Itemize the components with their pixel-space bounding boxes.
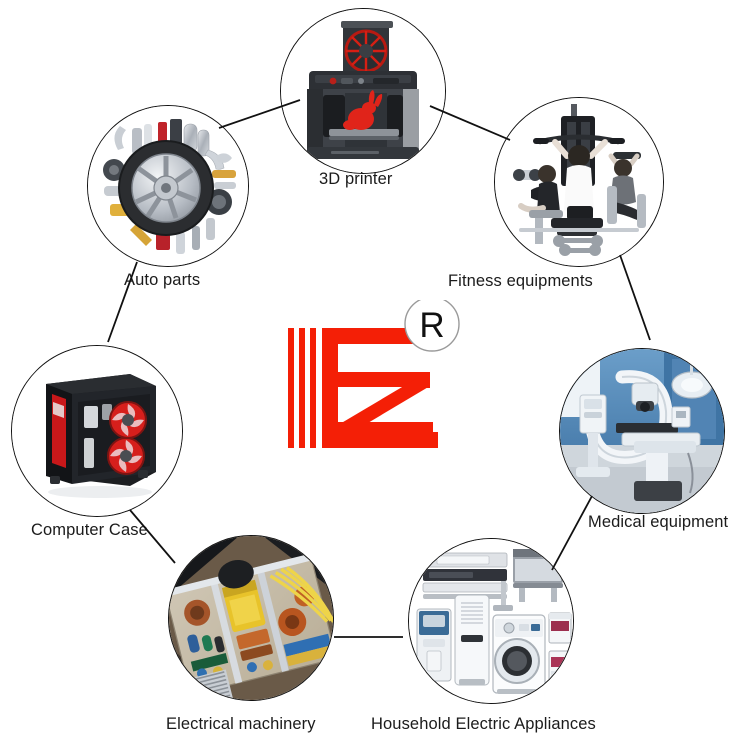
auto-parts-label: Auto parts — [124, 271, 201, 289]
appliances-art — [409, 539, 573, 703]
appliances-circle — [408, 538, 574, 704]
electrical-machinery-label: Electrical machinery — [166, 715, 316, 733]
3d-printer-circle — [280, 8, 446, 174]
registered-trademark-letter: R — [419, 306, 444, 345]
auto-parts-art — [88, 106, 248, 266]
connector-auto-parts-to-3d-printer — [218, 99, 301, 129]
computer-case-circle — [11, 345, 183, 517]
case-art — [12, 346, 182, 516]
household-electric-appliances-label: Household Electric Appliances — [371, 715, 596, 733]
medical-art — [560, 349, 724, 513]
fitness-circle — [494, 97, 664, 267]
connector-fitness-to-medical — [619, 254, 651, 341]
fitness-art — [495, 98, 663, 266]
machinery-circle — [168, 535, 334, 701]
company-logo: R — [286, 300, 461, 455]
3d-printer-label: 3D printer — [319, 170, 393, 188]
connector-machinery-to-case — [129, 509, 176, 564]
medical-circle — [559, 348, 725, 514]
connector-case-to-auto-parts — [107, 261, 138, 343]
auto-parts-circle — [87, 105, 249, 267]
machinery-art — [169, 536, 333, 700]
computer-case-label: Computer Case — [31, 521, 148, 539]
logo-mark-ez — [288, 328, 438, 448]
printer-art — [281, 9, 445, 173]
registered-trademark-badge: R — [404, 300, 460, 352]
medical-equipment-label: Medical equipment — [588, 513, 729, 531]
connector-medical-to-appliances — [551, 495, 593, 571]
fitness-equipments-label: Fitness equipments — [448, 272, 593, 290]
connector-3d-printer-to-fitness — [429, 105, 511, 141]
